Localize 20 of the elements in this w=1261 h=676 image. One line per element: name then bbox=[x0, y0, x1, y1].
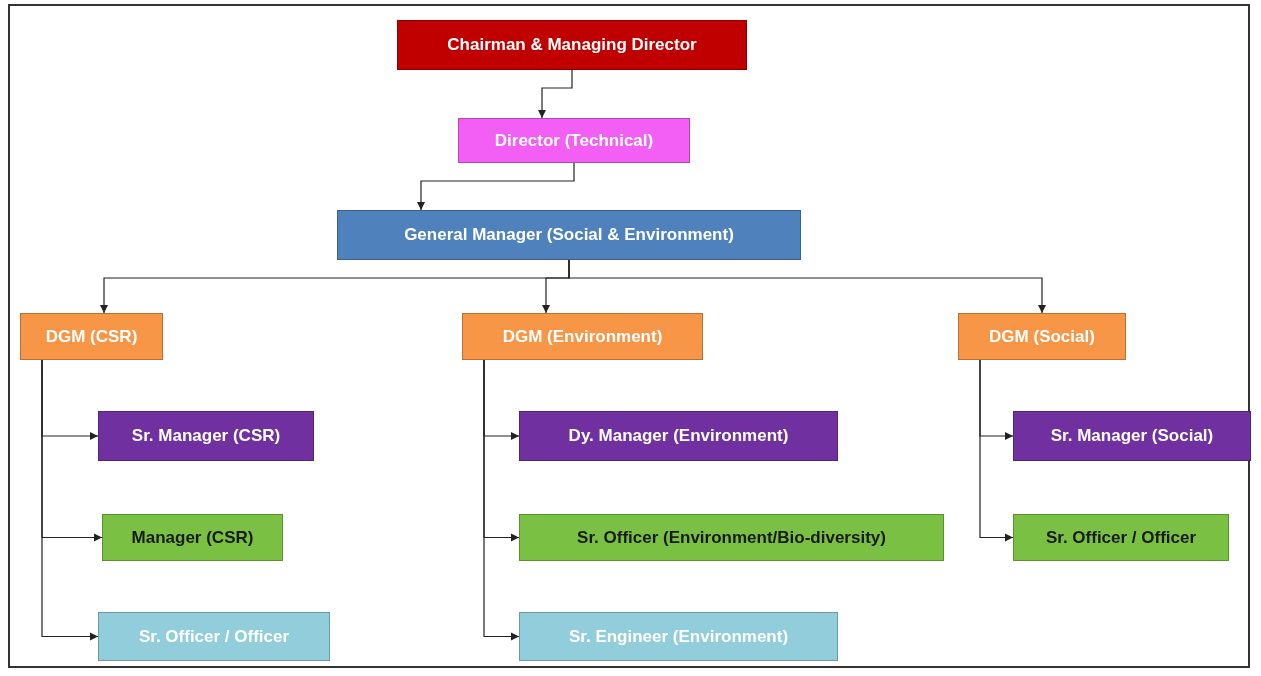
role-box: Sr. Engineer (Environment) bbox=[519, 612, 838, 661]
role-box: Manager (CSR) bbox=[102, 514, 283, 561]
arrow bbox=[483, 359, 520, 641]
role-box: DGM (Social) bbox=[958, 313, 1126, 360]
arrow bbox=[41, 359, 99, 641]
arrow bbox=[568, 259, 1047, 314]
role-box: Sr. Officer / Officer bbox=[1013, 514, 1229, 561]
role-box: DGM (Environment) bbox=[462, 313, 703, 360]
arrow bbox=[416, 162, 575, 211]
role-box: Dy. Manager (Environment) bbox=[519, 411, 838, 461]
arrow bbox=[537, 69, 573, 119]
role-box: Chairman & Managing Director bbox=[397, 20, 747, 70]
arrow bbox=[979, 359, 1014, 542]
role-box: Sr. Officer (Environment/Bio-diversity) bbox=[519, 514, 944, 561]
role-box: DGM (CSR) bbox=[20, 313, 163, 360]
role-box: Sr. Officer / Officer bbox=[98, 612, 330, 661]
role-box: Sr. Manager (Social) bbox=[1013, 411, 1251, 461]
role-box: Sr. Manager (CSR) bbox=[98, 411, 314, 461]
role-box: Director (Technical) bbox=[458, 118, 690, 163]
role-box: General Manager (Social & Environment) bbox=[337, 210, 801, 260]
